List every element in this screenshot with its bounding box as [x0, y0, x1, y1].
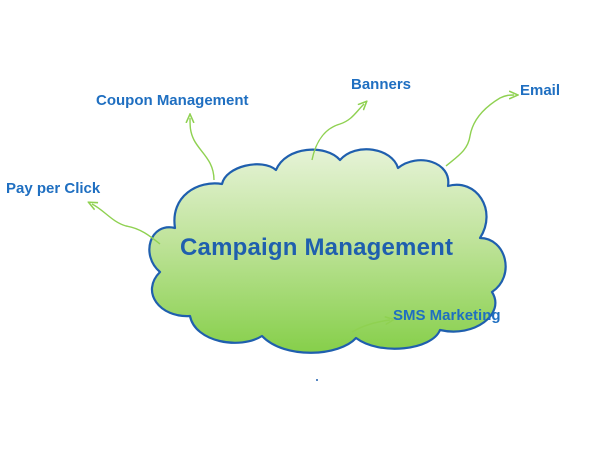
branch-label-pay-per-click: Pay per Click: [6, 180, 101, 197]
arrow-to-email: [445, 95, 514, 167]
branch-label-sms-marketing: SMS Marketing: [393, 307, 501, 324]
arrow-to-pay-per-click: [92, 204, 161, 245]
campaign-cloud: [148, 148, 507, 354]
center-node-label: Campaign Management: [180, 234, 454, 261]
branch-label-banners: Banners: [351, 76, 412, 93]
branch-label-email: Email: [520, 82, 561, 99]
stray-dot: [316, 379, 318, 381]
arrow-to-banners: [311, 104, 364, 161]
branch-label-coupon-management: Coupon Management: [96, 92, 249, 109]
arrow-to-sms-marketing: [351, 320, 390, 333]
arrow-to-coupon-management: [190, 118, 215, 181]
